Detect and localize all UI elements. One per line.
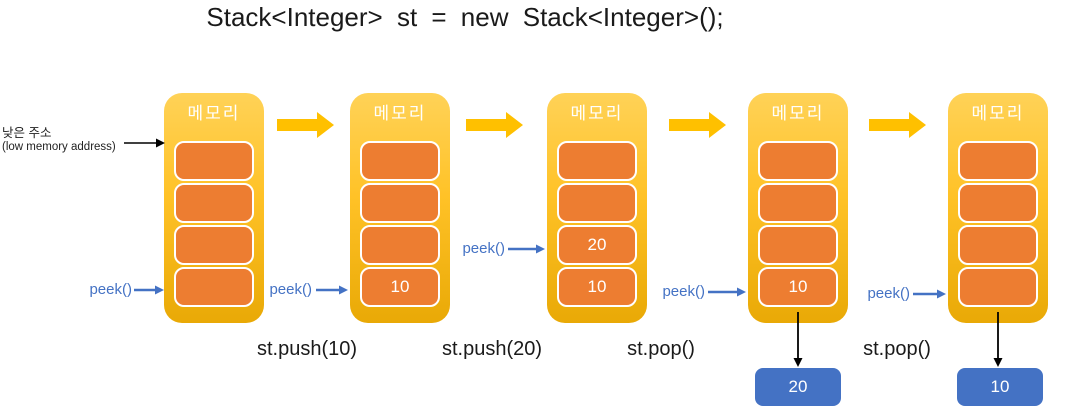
peek-label-5: peek() [867, 285, 910, 302]
popped-value-box-10: 10 [957, 368, 1043, 406]
memory-stack-3: 메모리 20 10 [547, 93, 647, 323]
stack-cell [174, 141, 254, 181]
stack-cell [557, 183, 637, 223]
stack-cell [360, 183, 440, 223]
stack-cell [557, 141, 637, 181]
memory-stack-5: 메모리 [948, 93, 1048, 323]
stack-cells: 20 10 [557, 141, 637, 307]
peek-label-2: peek() [269, 281, 312, 298]
operation-label-pop-2: st.pop() [863, 338, 931, 360]
low-address-annotation: 낮은 주소 (low memory address) [2, 126, 116, 155]
stack-cells [174, 141, 254, 307]
code-statement-title: Stack<Integer> st = new Stack<Integer>()… [206, 2, 724, 32]
popped-value-box-20: 20 [755, 368, 841, 406]
stack-cell: 10 [758, 267, 838, 307]
flow-arrow-icon-2 [466, 112, 523, 138]
low-address-label-korean: 낮은 주소 [2, 126, 52, 140]
stack-cell: 10 [360, 267, 440, 307]
memory-stack-title: 메모리 [971, 104, 1025, 123]
stack-cell [758, 225, 838, 265]
stack-cell: 20 [557, 225, 637, 265]
stack-cell [958, 183, 1038, 223]
memory-stack-2: 메모리 10 [350, 93, 450, 323]
stack-cells: 10 [758, 141, 838, 307]
peek-label-4: peek() [662, 283, 705, 300]
stack-cell [958, 267, 1038, 307]
operation-label-pop-1: st.pop() [627, 338, 695, 360]
operation-label-push-10: st.push(10) [256, 338, 358, 360]
flow-arrow-icon-3 [669, 112, 726, 138]
memory-stack-title: 메모리 [187, 104, 241, 123]
stack-cell [958, 141, 1038, 181]
memory-stack-title: 메모리 [373, 104, 427, 123]
stack-cell [174, 183, 254, 223]
peek-label-1: peek() [89, 281, 132, 298]
peek-label-3: peek() [462, 240, 505, 257]
operation-label-push-20: st.push(20) [441, 338, 543, 360]
stack-cell [758, 141, 838, 181]
memory-stack-title: 메모리 [771, 104, 825, 123]
stack-cell [360, 141, 440, 181]
memory-stack-1: 메모리 [164, 93, 264, 323]
flow-arrow-icon-4 [869, 112, 926, 138]
low-address-label-english: (low memory address) [2, 141, 116, 153]
memory-stack-title: 메모리 [570, 104, 624, 123]
stack-cell [958, 225, 1038, 265]
stack-cell [360, 225, 440, 265]
stack-cell: 10 [557, 267, 637, 307]
stack-cells: 10 [360, 141, 440, 307]
memory-stack-4: 메모리 10 [748, 93, 848, 323]
stack-cell [174, 267, 254, 307]
stack-cells [958, 141, 1038, 307]
stack-cell [758, 183, 838, 223]
stack-cell [174, 225, 254, 265]
flow-arrow-icon-1 [277, 112, 334, 138]
